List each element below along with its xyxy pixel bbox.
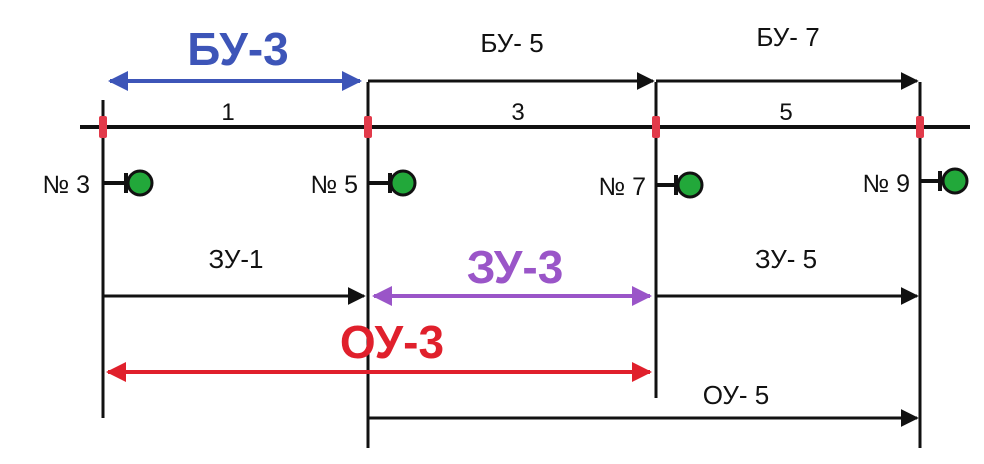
signal-9: № 9 [862,167,969,198]
signal-label-7: № 7 [598,173,646,201]
signal-lamp-icon [126,169,154,197]
signal-lamp-icon [941,167,969,195]
insulated-joint-9 [916,116,924,138]
section-label-3: 3 [511,99,524,126]
section-label-1: 1 [221,99,234,126]
signal-7: № 7 [598,171,704,201]
zy3-label: ЗУ-3 [467,241,564,293]
signal-3: № 3 [42,169,154,199]
by5-label: БУ- 5 [480,28,543,58]
oy3-label: ОУ-3 [340,316,444,368]
signal-lamp-icon [676,171,704,199]
zy1-label: ЗУ-1 [208,244,263,274]
insulated-joint-5 [364,116,372,138]
signal-label-3: № 3 [42,171,90,199]
signal-lamp-icon [389,169,417,197]
signal-5: № 5 [310,169,417,199]
signal-label-9: № 9 [862,170,910,198]
insulated-joint-7 [652,116,660,138]
signal-label-5: № 5 [310,171,358,199]
by7-label: БУ- 7 [756,22,819,52]
by3-label: БУ-3 [187,23,288,75]
zy5-label: ЗУ- 5 [755,244,817,274]
oy5-label: ОУ- 5 [703,380,770,410]
section-label-5: 5 [779,99,792,126]
insulated-joint-3 [99,116,107,138]
